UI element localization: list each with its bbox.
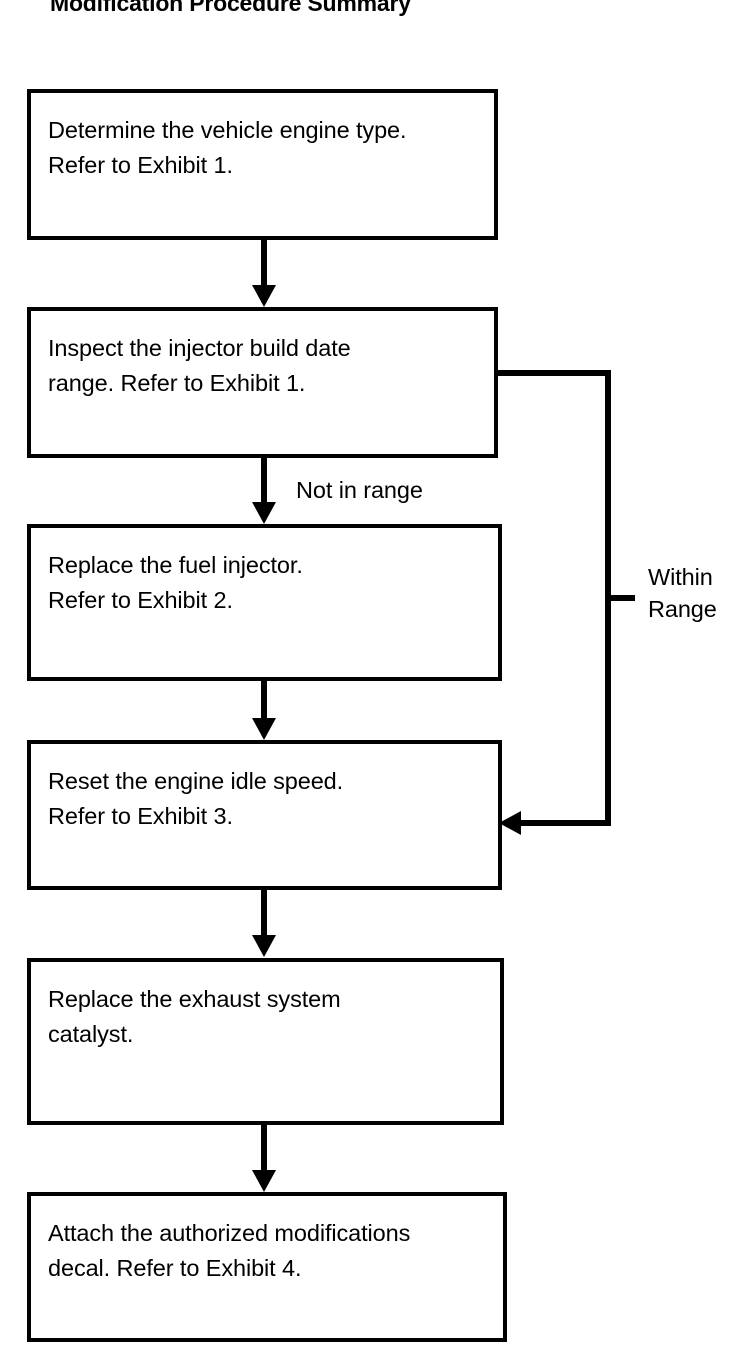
flowchart-node-6-text: Attach the authorized modifications deca… [48, 1220, 411, 1281]
flowchart-node-3: Replace the fuel injector. Refer to Exhi… [27, 524, 502, 681]
connector-1-2-arrowhead [252, 285, 276, 307]
connector-5-6-line [261, 1125, 267, 1173]
flowchart-node-4: Reset the engine idle speed. Refer to Ex… [27, 740, 502, 890]
connector-3-4-arrowhead [252, 718, 276, 740]
flowchart-node-2-text: Inspect the injector build date range. R… [48, 335, 351, 396]
bypass-top-segment [494, 370, 611, 376]
edge-label-within-range: Within Range [648, 564, 717, 622]
flowchart-node-1: Determine the vehicle engine type. Refer… [27, 89, 498, 240]
flowchart-node-5: Replace the exhaust system catalyst. [27, 958, 504, 1125]
connector-2-3-line [261, 458, 267, 506]
connector-2-3-arrowhead [252, 502, 276, 524]
connector-3-4-line [261, 681, 267, 723]
flowchart-node-3-text: Replace the fuel injector. Refer to Exhi… [48, 552, 303, 613]
page-title: Modification Procedure Summary [50, 0, 411, 16]
bypass-bottom-segment [520, 820, 611, 826]
flowchart-node-6: Attach the authorized modifications deca… [27, 1192, 507, 1342]
connector-1-2-line [261, 240, 267, 288]
connector-4-5-arrowhead [252, 935, 276, 957]
flowchart-node-4-text: Reset the engine idle speed. Refer to Ex… [48, 768, 344, 829]
flowchart-node-5-text: Replace the exhaust system catalyst. [48, 986, 341, 1047]
connector-4-5-line [261, 890, 267, 938]
within-range-tick-mark [605, 595, 635, 601]
flowchart-node-1-text: Determine the vehicle engine type. Refer… [48, 117, 407, 178]
connector-5-6-arrowhead [252, 1170, 276, 1192]
bypass-arrowhead [499, 811, 521, 835]
edge-label-not-in-range: Not in range [296, 477, 423, 503]
flowchart-node-2: Inspect the injector build date range. R… [27, 307, 498, 458]
